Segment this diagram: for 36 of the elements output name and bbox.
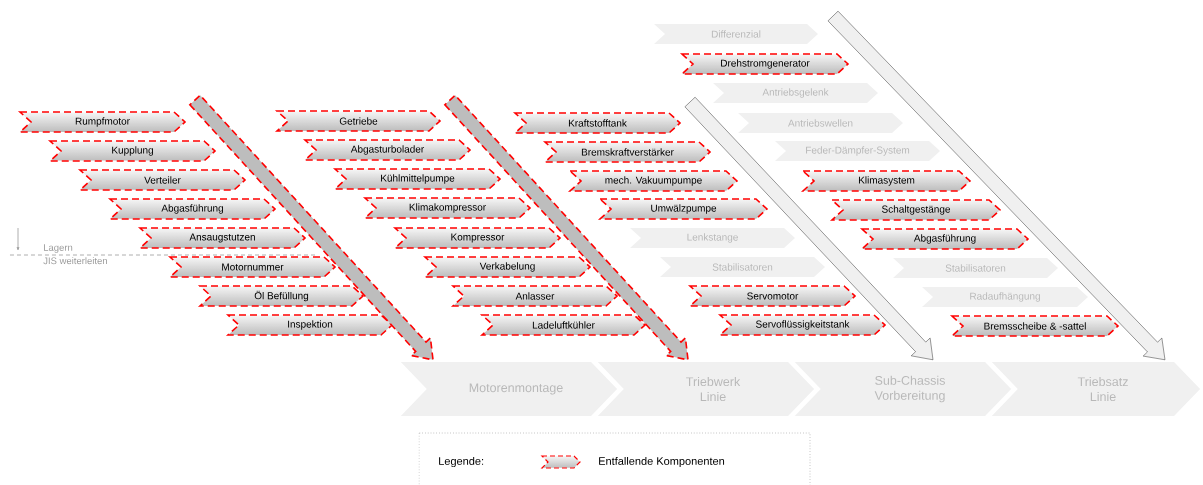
component-box: Bremsscheibe & -sattel — [949, 315, 1120, 337]
component-box: Ansaugstutzen — [137, 227, 307, 249]
component-box: Klimasystem — [800, 170, 972, 192]
note-text: Lagern — [44, 244, 73, 253]
component-box: Umwälzpumpe — [597, 198, 769, 220]
component-box: Abgasturbolader — [302, 139, 472, 161]
component-box: Bremskraftverstärker — [542, 141, 712, 163]
node-label: Triebsatz Linie — [1077, 376, 1128, 402]
component-box: Klimakompressor — [362, 197, 532, 219]
component-box: Kupplung — [47, 140, 217, 162]
component-box: Kraftstofftank — [512, 112, 682, 134]
process-step: Triebsatz Linie — [982, 358, 1203, 420]
component-box: Ladeluftkühler — [479, 314, 647, 336]
note-text: JIS weiterleiten — [43, 257, 107, 265]
legend-text: Entfallende Komponenten — [599, 456, 725, 468]
arrow — [684, 97, 934, 360]
component-box: Drehstromgenerator — [679, 53, 850, 75]
component-box: Abgasführung — [859, 228, 1030, 250]
component-box: Servoflüssigkeitstank — [717, 314, 887, 336]
component-box: mech. Vakuumpumpe — [567, 170, 739, 192]
component-box: Inspektion — [225, 314, 394, 336]
component-box: Getriebe — [274, 110, 442, 132]
component-box: Verteiler — [77, 169, 247, 191]
arrow — [827, 10, 1166, 360]
component-box: Öl Befüllung — [197, 285, 365, 307]
component-box: Anlasser — [450, 285, 619, 307]
component-box: Servomotor — [687, 285, 857, 307]
component-box: Kühlmittelpumpe — [332, 168, 502, 190]
component-box: Schaltgestänge — [829, 199, 1002, 221]
component-box: Motornummer — [167, 256, 337, 278]
component-box: Rumpfmotor — [17, 111, 187, 133]
process-step: Motorenmontage — [391, 358, 623, 420]
legend-title: Legende: — [439, 456, 484, 468]
component-box: Verkabelung — [422, 256, 592, 278]
component-box: Abgasführung — [107, 198, 277, 220]
component-box: Kompressor — [392, 227, 562, 249]
